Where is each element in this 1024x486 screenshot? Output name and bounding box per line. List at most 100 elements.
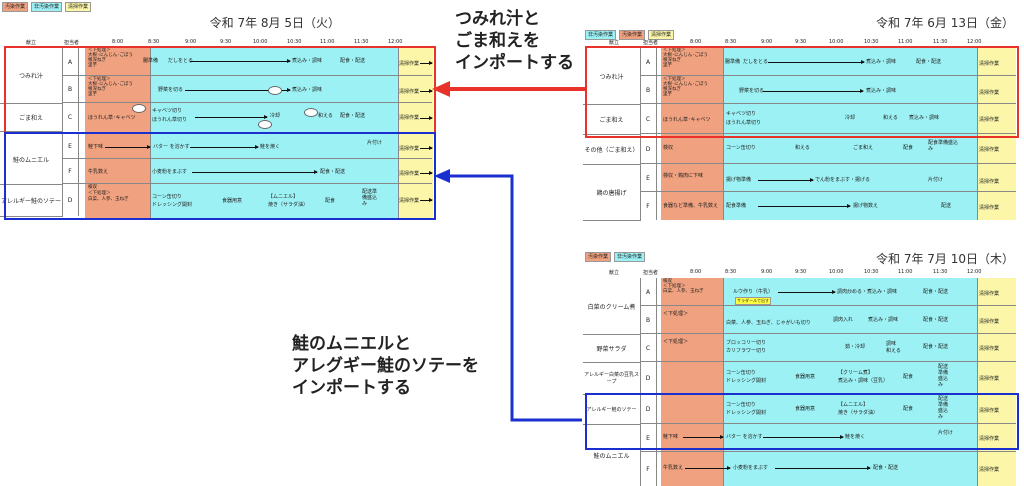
callout-import-tsumirejiru: つみれ汁と ごま和えを インポートする [455,9,574,73]
header-row: 献立 担当者 8:00 8:30 9:00 9:30 10:00 10:30 1… [0,38,440,48]
task-label: 配食・配送 [923,344,949,350]
time-1100: 11:00 [898,39,913,45]
dish-tsumirejiru: つみれ汁 [0,48,63,104]
task-label: 清掃作業 [979,179,1000,185]
header-row: 献立 担当者 8:00 8:30 9:00 9:30 10:00 10:30 1… [583,268,1020,278]
row-divider [640,361,1016,362]
time-1100: 11:00 [320,39,335,45]
flow-arrow [778,290,836,294]
task-label: 片付け [938,430,954,436]
task-label: 鮭下味 [663,434,679,440]
time-0930: 9:30 [795,269,807,275]
time-0830: 8:30 [148,39,160,45]
task-label: 調肉入れ [833,317,854,323]
flow-arrow [190,59,291,63]
task-label: 調肉炒める・煮込み・調味 [837,289,898,295]
dish-allergy-sake: アレルギー鮭のソテー [583,394,641,425]
task-label: ＜下処理＞ 大根･にんじん･ごぼう 根深ねぎ 里芋 [88,77,133,97]
task-label: 焼き（サラダ油） [838,410,879,416]
time-0900: 9:00 [761,269,773,275]
task-label: 配食・配送 [340,58,366,64]
assignee-D: D [640,134,657,164]
flow-arrow [420,61,433,65]
task-label: コーン缶切り [726,370,756,376]
row-divider [640,163,1016,164]
task-label: ＜下処理＞ 大根･にんじん･ごぼう 根深ねぎ 里芋 [663,48,708,68]
assignee-B: B [640,76,657,104]
task-label: 冷却 [845,115,856,121]
row-divider [640,133,1016,134]
dish-tsumirejiru: つみれ汁 [583,48,641,105]
task-label: 清掃作業 [979,291,1000,297]
task-label: 【ムニエル】 [268,194,299,200]
task-label: 小麦粉をまぶす [152,169,188,175]
time-0800: 8:00 [690,39,702,45]
legend-cleaning: 清掃作業 [65,2,92,12]
task-label: 【ムニエル】 [838,402,869,408]
task-label: ルウ作り（牛乳） [733,289,774,295]
assignee-E: E [62,134,79,159]
task-label: 白菜、人参、玉ねぎ、じゃがいも切り [726,320,811,326]
task-label: 【クリーム煮】 [838,370,873,376]
task-label: 配食 [903,374,914,380]
task-label: 配食・配送 [916,59,942,65]
task-label: 清掃作業 [979,90,1000,96]
imported-sake-highlight [4,132,436,220]
header-assignee: 担当者 [643,40,659,46]
dish-other: その他（ごま和え） [583,134,641,165]
assignee-A: A [62,48,79,76]
task-label: 食器用意 [795,374,816,380]
time-1000: 10:00 [253,39,268,45]
legend-cleaning: 清掃作業 [648,30,675,40]
dish-karaage: 鶏の唐揚げ [583,164,641,221]
task-label: 鮭を焼く [845,434,866,440]
task-label: キャベツ切り [152,108,183,114]
task-label: 配食・配送 [923,317,949,323]
task-label: 調味 [886,341,897,347]
time-1000: 10:00 [829,269,844,275]
flow-arrow [775,466,871,470]
task-label: 配食 [325,198,336,204]
header-menu: 献立 [26,40,37,46]
flow-arrow [420,146,433,150]
flow-arrow [758,178,814,182]
time-0930: 9:30 [220,39,232,45]
task-label: 清掃作業 [399,61,420,67]
note-label: サラダールで出す [735,297,771,305]
schedule-date: 令和 7年 8月 5日（火） [209,16,340,30]
time-0930: 9:30 [795,39,807,45]
task-label: 茹・冷却 [845,344,866,350]
task-label: カリフラワー切り [726,348,767,354]
legend-noncontaminated: 非汚染作業 [614,252,646,262]
task-label: ほうれん草切り [726,120,762,126]
task-label: 検収 ＜下処理＞ 白菜、人参、玉ねぎ [663,279,704,294]
row-divider [640,333,1016,334]
task-label: 配食準備 [726,203,747,209]
time-0830: 8:30 [725,269,737,275]
row-divider [640,451,1016,452]
schedule-date: 令和 7年 6月 13日（金） [876,16,1014,30]
assignee-F: F [640,452,657,486]
flow-arrow [763,89,864,93]
assignee-C: C [62,103,79,131]
task-label: 煮込み・調味 [292,58,323,64]
task-label: 小麦粉をまぶす [733,465,769,471]
time-1130: 11:30 [933,39,948,45]
task-label: コーン缶切り [152,194,182,200]
task-label: 腸準備 [143,58,159,64]
task-label: 煮込み・調味 [866,88,897,94]
flow-arrow [420,198,433,202]
task-label: 配送準備盛込み [362,189,378,207]
task-label: だしをとる [168,58,194,64]
task-label: ＜下処理＞ 大根･にんじん･ごぼう 根深ねぎ 里芋 [663,77,708,97]
legend-contaminated: 汚染作業 [619,30,646,40]
task-label: ＜下処理＞ [663,311,689,317]
header-menu: 献立 [609,40,620,46]
task-label: 煮込み・調味（豆乳） [838,378,889,384]
header-row: 献立 担当者 8:00 8:30 9:00 9:30 10:00 10:30 1… [583,38,1020,48]
task-label: 和える [318,113,333,119]
task-label: 配食・配送 [923,289,949,295]
task-label: 清掃作業 [399,89,420,95]
task-label: 配食 [903,145,914,151]
row-divider [640,75,1016,76]
